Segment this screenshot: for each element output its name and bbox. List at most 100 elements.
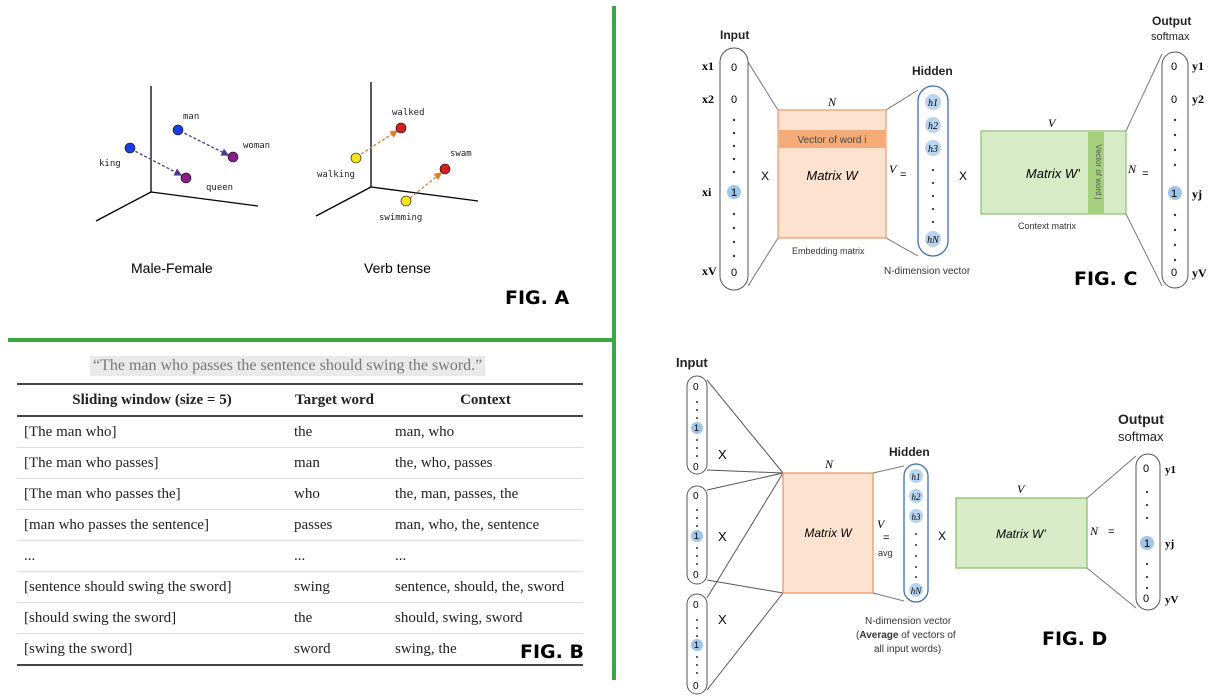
fig-d-times-3: X (718, 612, 727, 627)
cell-context: ... (388, 540, 583, 572)
fig-d-out-vj: 1 (1144, 538, 1150, 550)
fig-d-out-v1: 0 (1143, 463, 1149, 475)
fig-d-n-top: N (824, 457, 834, 471)
fig-d-ndim-line3: all input words) (874, 644, 941, 655)
fig-d-y1: y1 (1165, 464, 1176, 476)
fig-d-yj: yj (1165, 538, 1174, 550)
cell-window: [The man who] (17, 416, 287, 448)
fig-c-xv: xV (702, 264, 717, 278)
sliding-window-table: Sliding window (size = 5) Target word Co… (17, 383, 583, 666)
fig-c-out-v1: 0 (1171, 61, 1177, 73)
fig-d-input-vector-3: 0 1 0 (686, 593, 708, 695)
point-walking (350, 152, 362, 164)
fig-c-in-vv: 0 (731, 267, 737, 279)
fig-d-input-title: Input (676, 355, 708, 370)
fig-c-label: FIG. C (1074, 268, 1138, 290)
caption-verb-tense: Verb tense (364, 260, 431, 276)
cell-target: the (287, 416, 388, 448)
cell-context: the, who, passes (388, 447, 583, 479)
cell-target: swing (287, 571, 388, 603)
cell-target: ... (287, 540, 388, 572)
fig-d-matrix-w2: Matrix W’ (996, 527, 1046, 541)
cell-target: who (287, 478, 388, 510)
cell-window: [man who passes the sentence] (17, 509, 287, 541)
fig-c-output-sub: softmax (1151, 31, 1190, 43)
cell-context: swing, the (388, 633, 583, 666)
fig-d-diagram: Input Hidden Output softmax 0 1 0 0 1 0 … (676, 355, 1179, 695)
label-walked: walked (392, 108, 425, 118)
fig-c-y1: y1 (1192, 59, 1204, 73)
fig-c-equals-1: = (900, 169, 906, 181)
fig-c-ndim-label: N-dimension vector (884, 266, 971, 277)
fig-c-output-title: Output (1152, 14, 1191, 28)
fig-d-h1: h1 (912, 472, 921, 482)
fig-d-h3: h3 (912, 512, 922, 522)
fig-a-diagram: man woman king queen walked swam walking… (95, 82, 479, 223)
fig-c-out-vj: 1 (1171, 188, 1177, 200)
fig-d-label: FIG. D (1042, 628, 1108, 650)
fig-d-output-sub: softmax (1118, 429, 1164, 444)
fig-d-hidden-title: Hidden (889, 445, 930, 459)
fig-d-equals-2: = (1108, 526, 1114, 538)
cell-context: the, man, passes, the (388, 478, 583, 510)
point-swam (439, 163, 451, 175)
axes-verb-tense (315, 82, 479, 217)
fig-d-h2: h2 (912, 492, 922, 502)
svg-text:1: 1 (694, 423, 699, 433)
label-queen: queen (206, 183, 233, 193)
svg-text:1: 1 (694, 531, 699, 541)
point-walked (395, 122, 407, 134)
cell-window: [The man who passes] (17, 447, 287, 479)
fig-c-n-top: N (827, 95, 837, 109)
point-swimming (400, 195, 412, 207)
svg-text:0: 0 (693, 600, 699, 611)
col-header-window: Sliding window (size = 5) (17, 383, 287, 417)
fig-c-input-title: Input (720, 28, 749, 42)
cell-target: the (287, 602, 388, 634)
svg-text:0: 0 (693, 462, 699, 473)
label-swam: swam (450, 149, 472, 159)
fig-d-input-vector-2: 0 1 0 (686, 485, 708, 585)
fig-c-yj: yj (1192, 187, 1202, 201)
svg-text:0: 0 (693, 382, 699, 393)
fig-c-equals-2: = (1142, 168, 1148, 180)
fig-d-matrix-w: Matrix W (804, 526, 853, 540)
cell-window: [The man who passes the] (17, 478, 287, 510)
point-woman (227, 151, 239, 163)
svg-text:0: 0 (693, 570, 699, 581)
fig-c-x2: x2 (702, 92, 714, 106)
fig-d-output-title: Output (1118, 411, 1164, 427)
fig-d-times-1: X (718, 447, 727, 462)
fig-c-in-v2: 0 (731, 94, 737, 106)
vertical-divider (612, 6, 616, 680)
col-header-context: Context (388, 383, 583, 417)
fig-c-h1: h1 (928, 98, 938, 109)
fig-c-hidden-title: Hidden (912, 64, 953, 78)
fig-a-label: FIG. A (505, 287, 570, 309)
fig-c-embedding-label: Embedding matrix (792, 246, 865, 256)
fig-c-in-v1: 0 (731, 62, 737, 74)
cell-context: should, swing, sword (388, 602, 583, 634)
fig-c-h2: h2 (928, 121, 938, 132)
fig-d-n-side: N (1089, 524, 1099, 538)
fig-c-h3: h3 (928, 144, 938, 155)
fig-d-avg: avg (878, 548, 893, 558)
fig-b-label: FIG. B (520, 641, 584, 663)
cell-context: sentence, should, the, sword (388, 571, 583, 603)
fig-c-y2: y2 (1192, 92, 1204, 106)
fig-d-yv: yV (1165, 594, 1179, 606)
example-sentence: “The man who passes the sentence should … (90, 356, 486, 376)
fig-c-out-v2: 0 (1171, 94, 1177, 106)
fig-d-hn: hN (911, 586, 923, 596)
cell-window: ... (17, 540, 287, 572)
horizontal-divider (8, 338, 612, 342)
fig-d-v-top: V (1017, 482, 1026, 496)
fig-c-x1: x1 (702, 59, 714, 73)
fig-c-vector-word-j: Vector of word j (1094, 144, 1103, 199)
fig-c-hn: hN (927, 235, 940, 246)
fig-d-out-vv: 0 (1143, 593, 1149, 605)
cell-target: sword (287, 633, 388, 666)
label-walking: walking (317, 170, 355, 180)
